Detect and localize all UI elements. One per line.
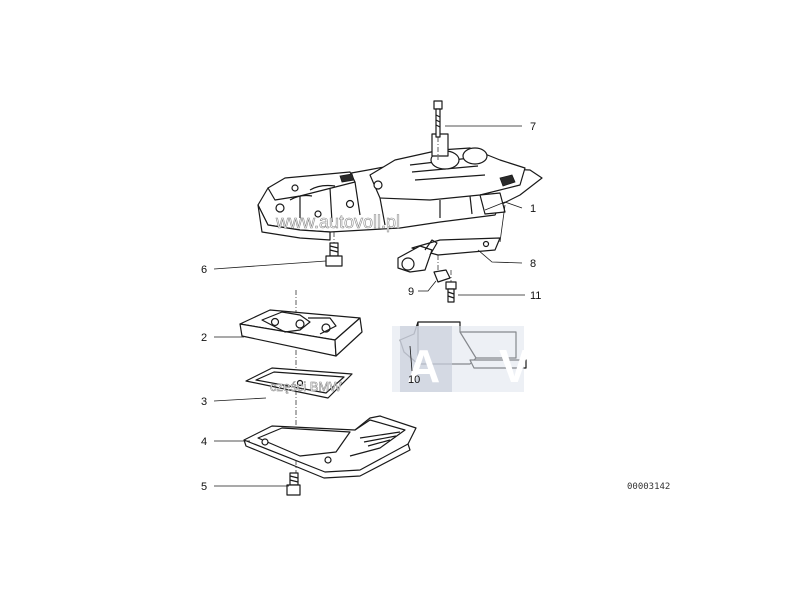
bolt-icon <box>325 242 343 267</box>
callout-2: 2 <box>201 332 207 344</box>
callout-8: 8 <box>530 258 536 270</box>
callout-5: 5 <box>201 481 207 493</box>
callout-7: 7 <box>530 121 536 133</box>
valve-body-illustration <box>257 133 543 241</box>
gasket-illustration <box>245 367 353 399</box>
plate-illustration <box>243 415 417 479</box>
bracket-illustration <box>397 237 501 273</box>
callout-1: 1 <box>530 203 536 215</box>
plate-illustration <box>239 309 363 357</box>
av-logo-watermark: A V <box>392 326 530 392</box>
callout-10: 10 <box>408 374 420 386</box>
nut-icon <box>433 269 451 283</box>
bolt-icon <box>445 281 457 303</box>
callout-9: 9 <box>408 286 414 298</box>
parts-watermark: części BMW <box>270 379 342 394</box>
site-watermark: www.autovoll.pl <box>275 212 400 232</box>
callout-11: 11 <box>530 290 541 302</box>
bolt-icon <box>433 100 443 138</box>
av-logo-text: A V <box>407 340 530 392</box>
drawing-number: 00003142 <box>627 482 670 492</box>
callout-3: 3 <box>201 396 207 408</box>
callout-6: 6 <box>201 264 207 276</box>
bolt-icon <box>286 472 301 496</box>
callout-4: 4 <box>201 436 207 448</box>
